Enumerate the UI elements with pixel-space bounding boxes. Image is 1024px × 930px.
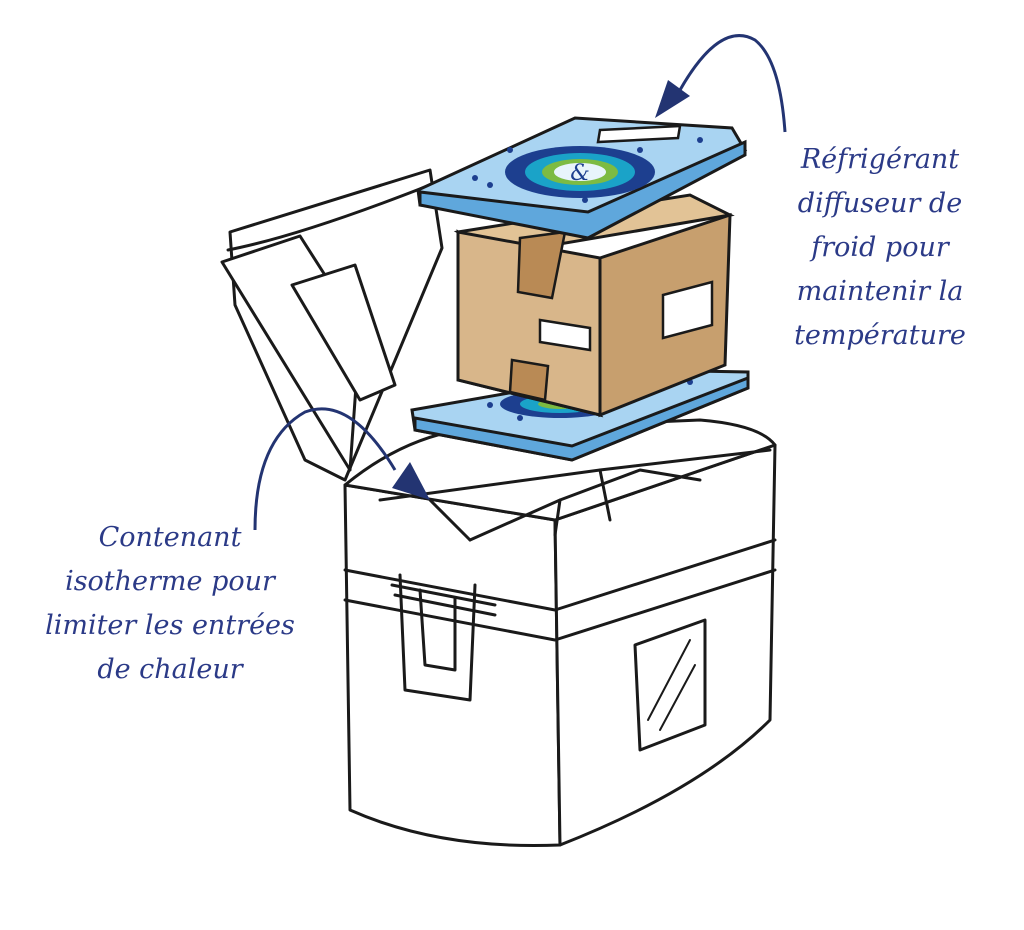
arrow-to-container bbox=[253, 407, 430, 531]
arrow-to-cold-pack bbox=[655, 34, 787, 133]
ampersand-logo-icon: & bbox=[505, 146, 655, 198]
refrigerant-callout-line: froid pour bbox=[811, 232, 949, 263]
svg-text:&: & bbox=[570, 161, 590, 186]
refrigerant-callout: Réfrigérant diffuseur de froid pour main… bbox=[770, 138, 990, 358]
container-callout-line: isotherme pour bbox=[65, 566, 275, 597]
refrigerant-callout-line: température bbox=[794, 320, 966, 351]
refrigerant-callout-line: maintenir la bbox=[796, 276, 964, 307]
container-callout: Contenant isotherme pour limiter les ent… bbox=[22, 516, 318, 692]
container-lid bbox=[220, 168, 444, 482]
isothermal-container bbox=[220, 168, 777, 848]
container-callout-line: de chaleur bbox=[97, 654, 243, 685]
refrigerant-callout-line: diffuseur de bbox=[797, 188, 963, 219]
refrigerant-callout-line: Réfrigérant bbox=[800, 144, 960, 175]
container-front bbox=[343, 483, 562, 848]
container-handle bbox=[390, 573, 497, 702]
container-callout-line: limiter les entrées bbox=[45, 610, 295, 641]
container-callout-line: Contenant bbox=[98, 522, 242, 553]
cardboard-box bbox=[453, 193, 735, 418]
document-pocket bbox=[633, 618, 707, 752]
top-cold-pack: & bbox=[416, 116, 748, 240]
